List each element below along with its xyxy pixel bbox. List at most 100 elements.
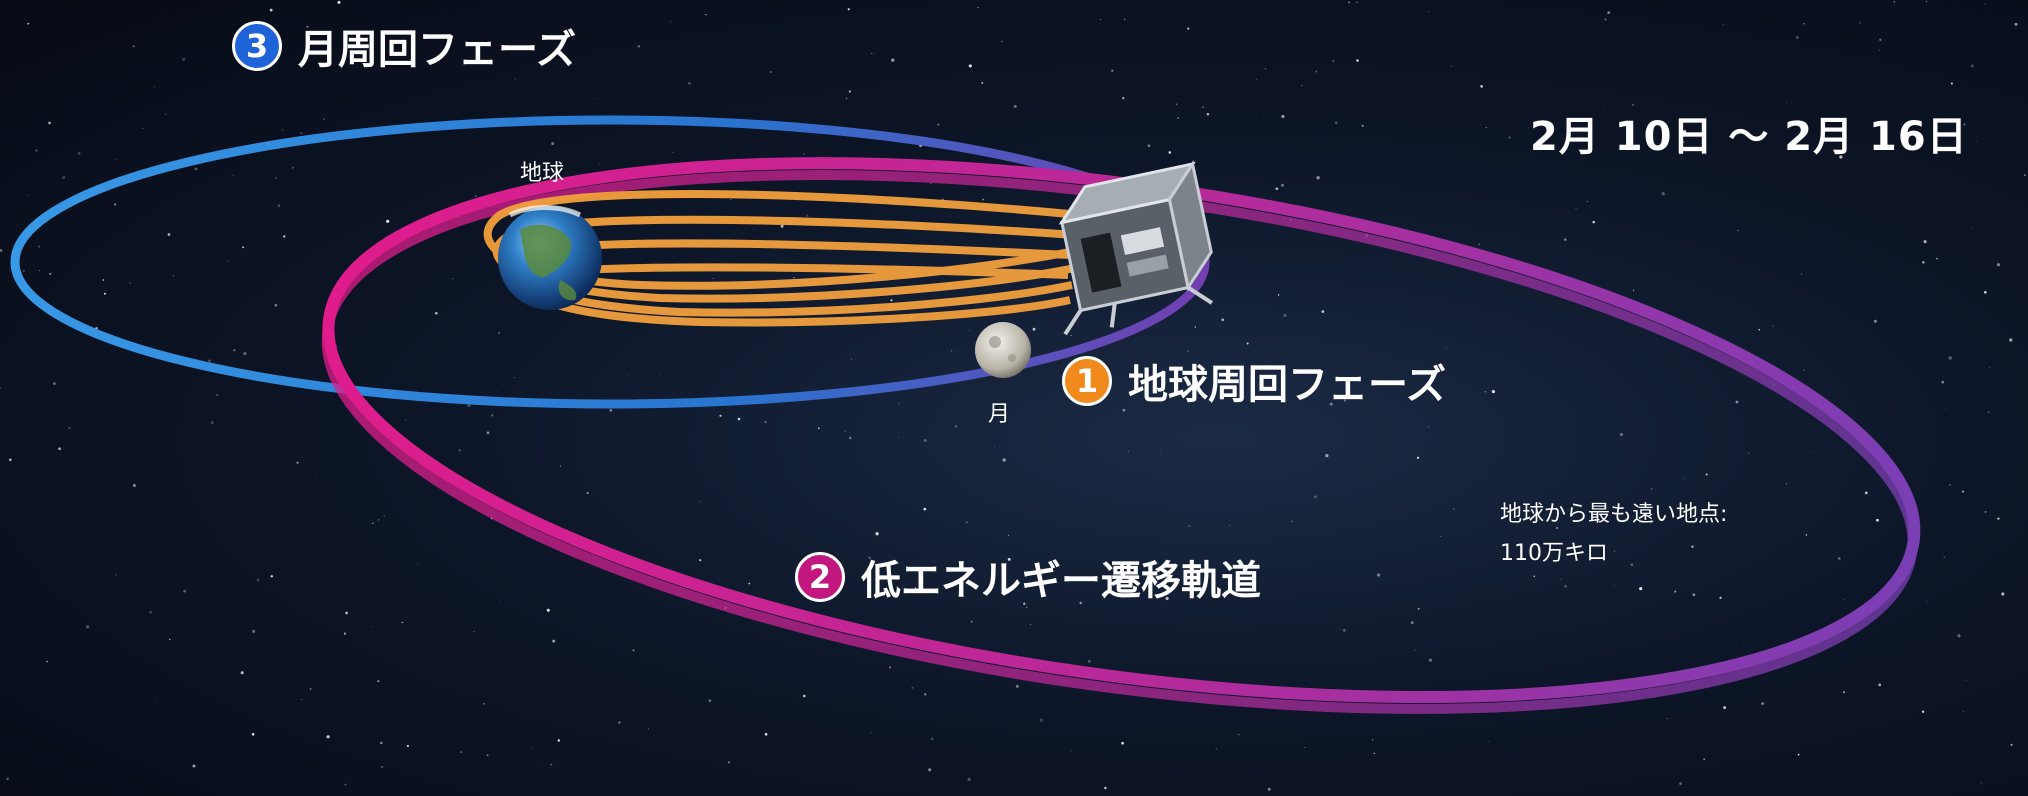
phase-2-text: 低エネルギー遷移軌道	[861, 558, 1261, 604]
star	[1735, 400, 1739, 404]
star	[1416, 456, 1420, 459]
date-range: 2月 10日 ～ 2月 16日	[1530, 114, 1968, 160]
star	[898, 437, 899, 438]
star	[1070, 750, 1072, 752]
star	[1123, 18, 1126, 20]
star	[1997, 517, 2000, 520]
star	[1879, 38, 1882, 41]
star	[1748, 452, 1750, 455]
star	[1332, 60, 1335, 62]
star	[1202, 106, 1204, 108]
star	[1428, 11, 1430, 13]
star	[586, 492, 589, 495]
star	[540, 760, 542, 762]
star	[1987, 411, 1990, 414]
star	[301, 698, 303, 700]
star	[1188, 525, 1191, 528]
star	[637, 45, 641, 48]
star	[1236, 305, 1238, 307]
star	[1705, 473, 1708, 476]
star	[977, 6, 979, 8]
star	[309, 688, 312, 690]
star	[1175, 103, 1178, 106]
star	[103, 292, 106, 295]
star	[1229, 525, 1231, 527]
star	[1187, 350, 1189, 352]
star	[1304, 747, 1306, 749]
star	[699, 501, 701, 503]
star	[546, 608, 550, 612]
star	[1556, 527, 1559, 529]
star	[793, 276, 795, 279]
star	[898, 402, 900, 404]
star	[341, 29, 343, 31]
star	[1372, 739, 1374, 741]
star	[1796, 36, 1799, 39]
star	[435, 312, 438, 315]
star	[1373, 752, 1376, 755]
star	[1099, 18, 1101, 21]
star	[1948, 356, 1952, 360]
star	[1564, 238, 1567, 241]
star	[1922, 261, 1925, 264]
star	[559, 465, 561, 467]
star	[165, 113, 167, 116]
star	[699, 559, 702, 562]
star	[344, 783, 347, 786]
star	[1682, 130, 1687, 134]
star	[306, 25, 309, 28]
star	[1945, 409, 1947, 410]
star	[1581, 551, 1583, 553]
star	[1859, 22, 1862, 24]
star	[1632, 104, 1634, 106]
star	[532, 565, 534, 567]
star	[1682, 141, 1685, 143]
star	[2010, 743, 2013, 746]
star	[748, 582, 751, 585]
star	[46, 660, 48, 663]
star	[1450, 65, 1452, 67]
star	[300, 132, 302, 134]
star	[1737, 230, 1739, 231]
star	[1613, 585, 1615, 586]
star	[1329, 402, 1333, 406]
star	[803, 153, 806, 155]
star	[1484, 391, 1487, 393]
star	[552, 639, 556, 643]
star	[8, 458, 12, 462]
star	[1315, 70, 1318, 73]
star	[1342, 629, 1346, 632]
star	[1039, 718, 1043, 722]
star	[550, 763, 553, 766]
star	[1758, 328, 1761, 331]
star	[769, 70, 773, 74]
star	[596, 794, 598, 796]
star	[1246, 342, 1249, 345]
star	[1941, 380, 1945, 384]
star	[1001, 40, 1003, 43]
star	[1256, 78, 1257, 80]
star	[817, 427, 820, 430]
star	[1661, 192, 1665, 196]
phase-2-label: 2 低エネルギー遷移軌道	[795, 548, 1261, 606]
star	[372, 522, 374, 525]
phase-3-text: 月周回フェーズ	[298, 27, 576, 73]
star	[1639, 587, 1643, 591]
star	[383, 515, 385, 518]
star	[142, 128, 144, 129]
star	[1015, 684, 1019, 688]
star	[377, 519, 380, 521]
star	[1666, 718, 1668, 720]
star	[737, 417, 741, 421]
star	[937, 123, 940, 126]
star	[1187, 27, 1190, 30]
star	[48, 121, 51, 125]
star	[868, 556, 872, 560]
star	[871, 53, 873, 54]
star	[14, 153, 15, 155]
star	[210, 421, 214, 425]
star	[1786, 483, 1787, 485]
star	[1414, 649, 1416, 651]
phase-3-badge: 3	[232, 21, 282, 71]
star	[473, 250, 475, 252]
